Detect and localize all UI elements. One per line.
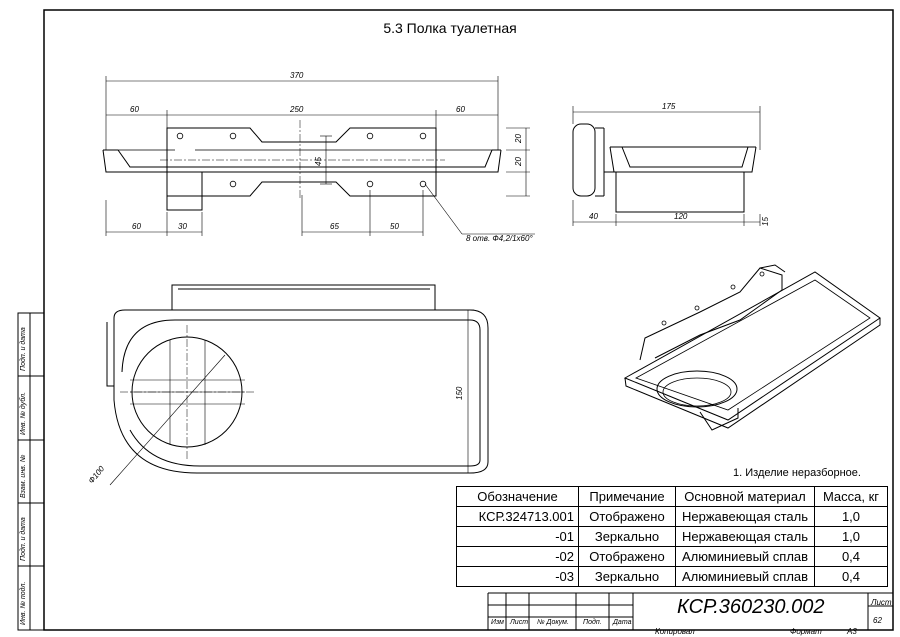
dim-side-40: 40 [589,212,598,221]
cell-designation: -03 [456,566,579,587]
cell-note: Зеркально [578,566,676,587]
table-row: -03 Зеркально Алюминиевый сплав 0,4 [456,566,888,587]
dim-front-mid: 250 [289,105,304,114]
side-view [572,106,761,226]
dim-side-15: 15 [761,217,770,226]
table-header-row: Обозначение Примечание Основной материал… [456,486,888,507]
side-column [17,312,45,631]
specification-table: Обозначение Примечание Основной материал… [456,486,888,587]
cell-mass: 1,0 [814,526,888,547]
dim-side-120: 120 [674,212,688,221]
title-block-frame [487,592,893,630]
dim-plan-150: 150 [455,386,464,400]
sheet-label: Лист [871,598,892,607]
header-material: Основной материал [675,486,815,507]
document-code: КСР.360230.002 [677,596,825,618]
header-note: Примечание [578,486,676,507]
cell-designation: КСР.324713.001 [456,506,579,527]
cell-mass: 1,0 [814,506,888,527]
cell-note: Отображено [578,546,676,567]
holes-note: 8 отв. Ф4,2/1х60° [466,234,533,243]
page-title: 5.3 Полка туалетная [383,20,517,36]
dim-front-h3: 45 [314,157,323,166]
dim-front-total: 370 [290,71,304,80]
cell-material: Алюминиевый сплав [675,566,815,587]
tb-col-change: Изм [491,619,504,626]
tb-col-sheet: Лист [510,619,529,626]
header-mass: Масса, кг [814,486,888,507]
plan-view [106,284,489,486]
side-label-dup-inv: Инв. № дубл. [20,391,27,435]
general-note: 1. Изделие неразборное. [733,467,861,479]
side-label-replace-inv: Взам. инв. № [20,454,27,498]
copied-label: Копировал [655,627,695,636]
table-row: КСР.324713.001 Отображено Нержавеющая ст… [456,506,888,527]
front-view [102,76,535,236]
cell-designation: -01 [456,526,579,547]
dim-front-bot-30: 30 [178,222,187,231]
isometric-view [623,264,881,431]
cell-mass: 0,4 [814,566,888,587]
cell-material: Алюминиевый сплав [675,546,815,567]
dim-plan-diameter: Ф100 [87,464,107,485]
dim-front-h2: 20 [514,157,523,167]
header-designation: Обозначение [456,486,579,507]
tb-col-doc: № Докум. [537,619,569,626]
table-row: -02 Отображено Алюминиевый сплав 0,4 [456,546,888,567]
cell-designation: -02 [456,546,579,567]
tb-col-sign: Подп. [583,619,602,626]
cell-material: Нержавеющая сталь [675,506,815,527]
dim-front-left: 60 [130,105,139,114]
side-label-orig-inv: Инв. № подл. [20,581,27,625]
tb-col-date: Дата [613,619,632,626]
dim-side-total: 175 [662,102,676,111]
cell-material: Нержавеющая сталь [675,526,815,547]
sheet-number: 62 [873,616,882,625]
dim-front-right: 60 [456,105,465,114]
cell-note: Отображено [578,506,676,527]
format-value: А3 [847,627,857,636]
cell-note: Зеркально [578,526,676,547]
table-row: -01 Зеркально Нержавеющая сталь 1,0 [456,526,888,547]
format-label: Формат [790,627,822,636]
side-label-sign-date-2: Подп. и дата [20,517,27,561]
dim-front-bot-50: 50 [390,222,399,231]
dim-front-bot-65: 65 [330,222,339,231]
dim-front-h1: 20 [514,134,523,144]
side-label-sign-date: Подп. и дата [20,327,27,371]
dim-front-bot-60: 60 [132,222,141,231]
cell-mass: 0,4 [814,546,888,567]
